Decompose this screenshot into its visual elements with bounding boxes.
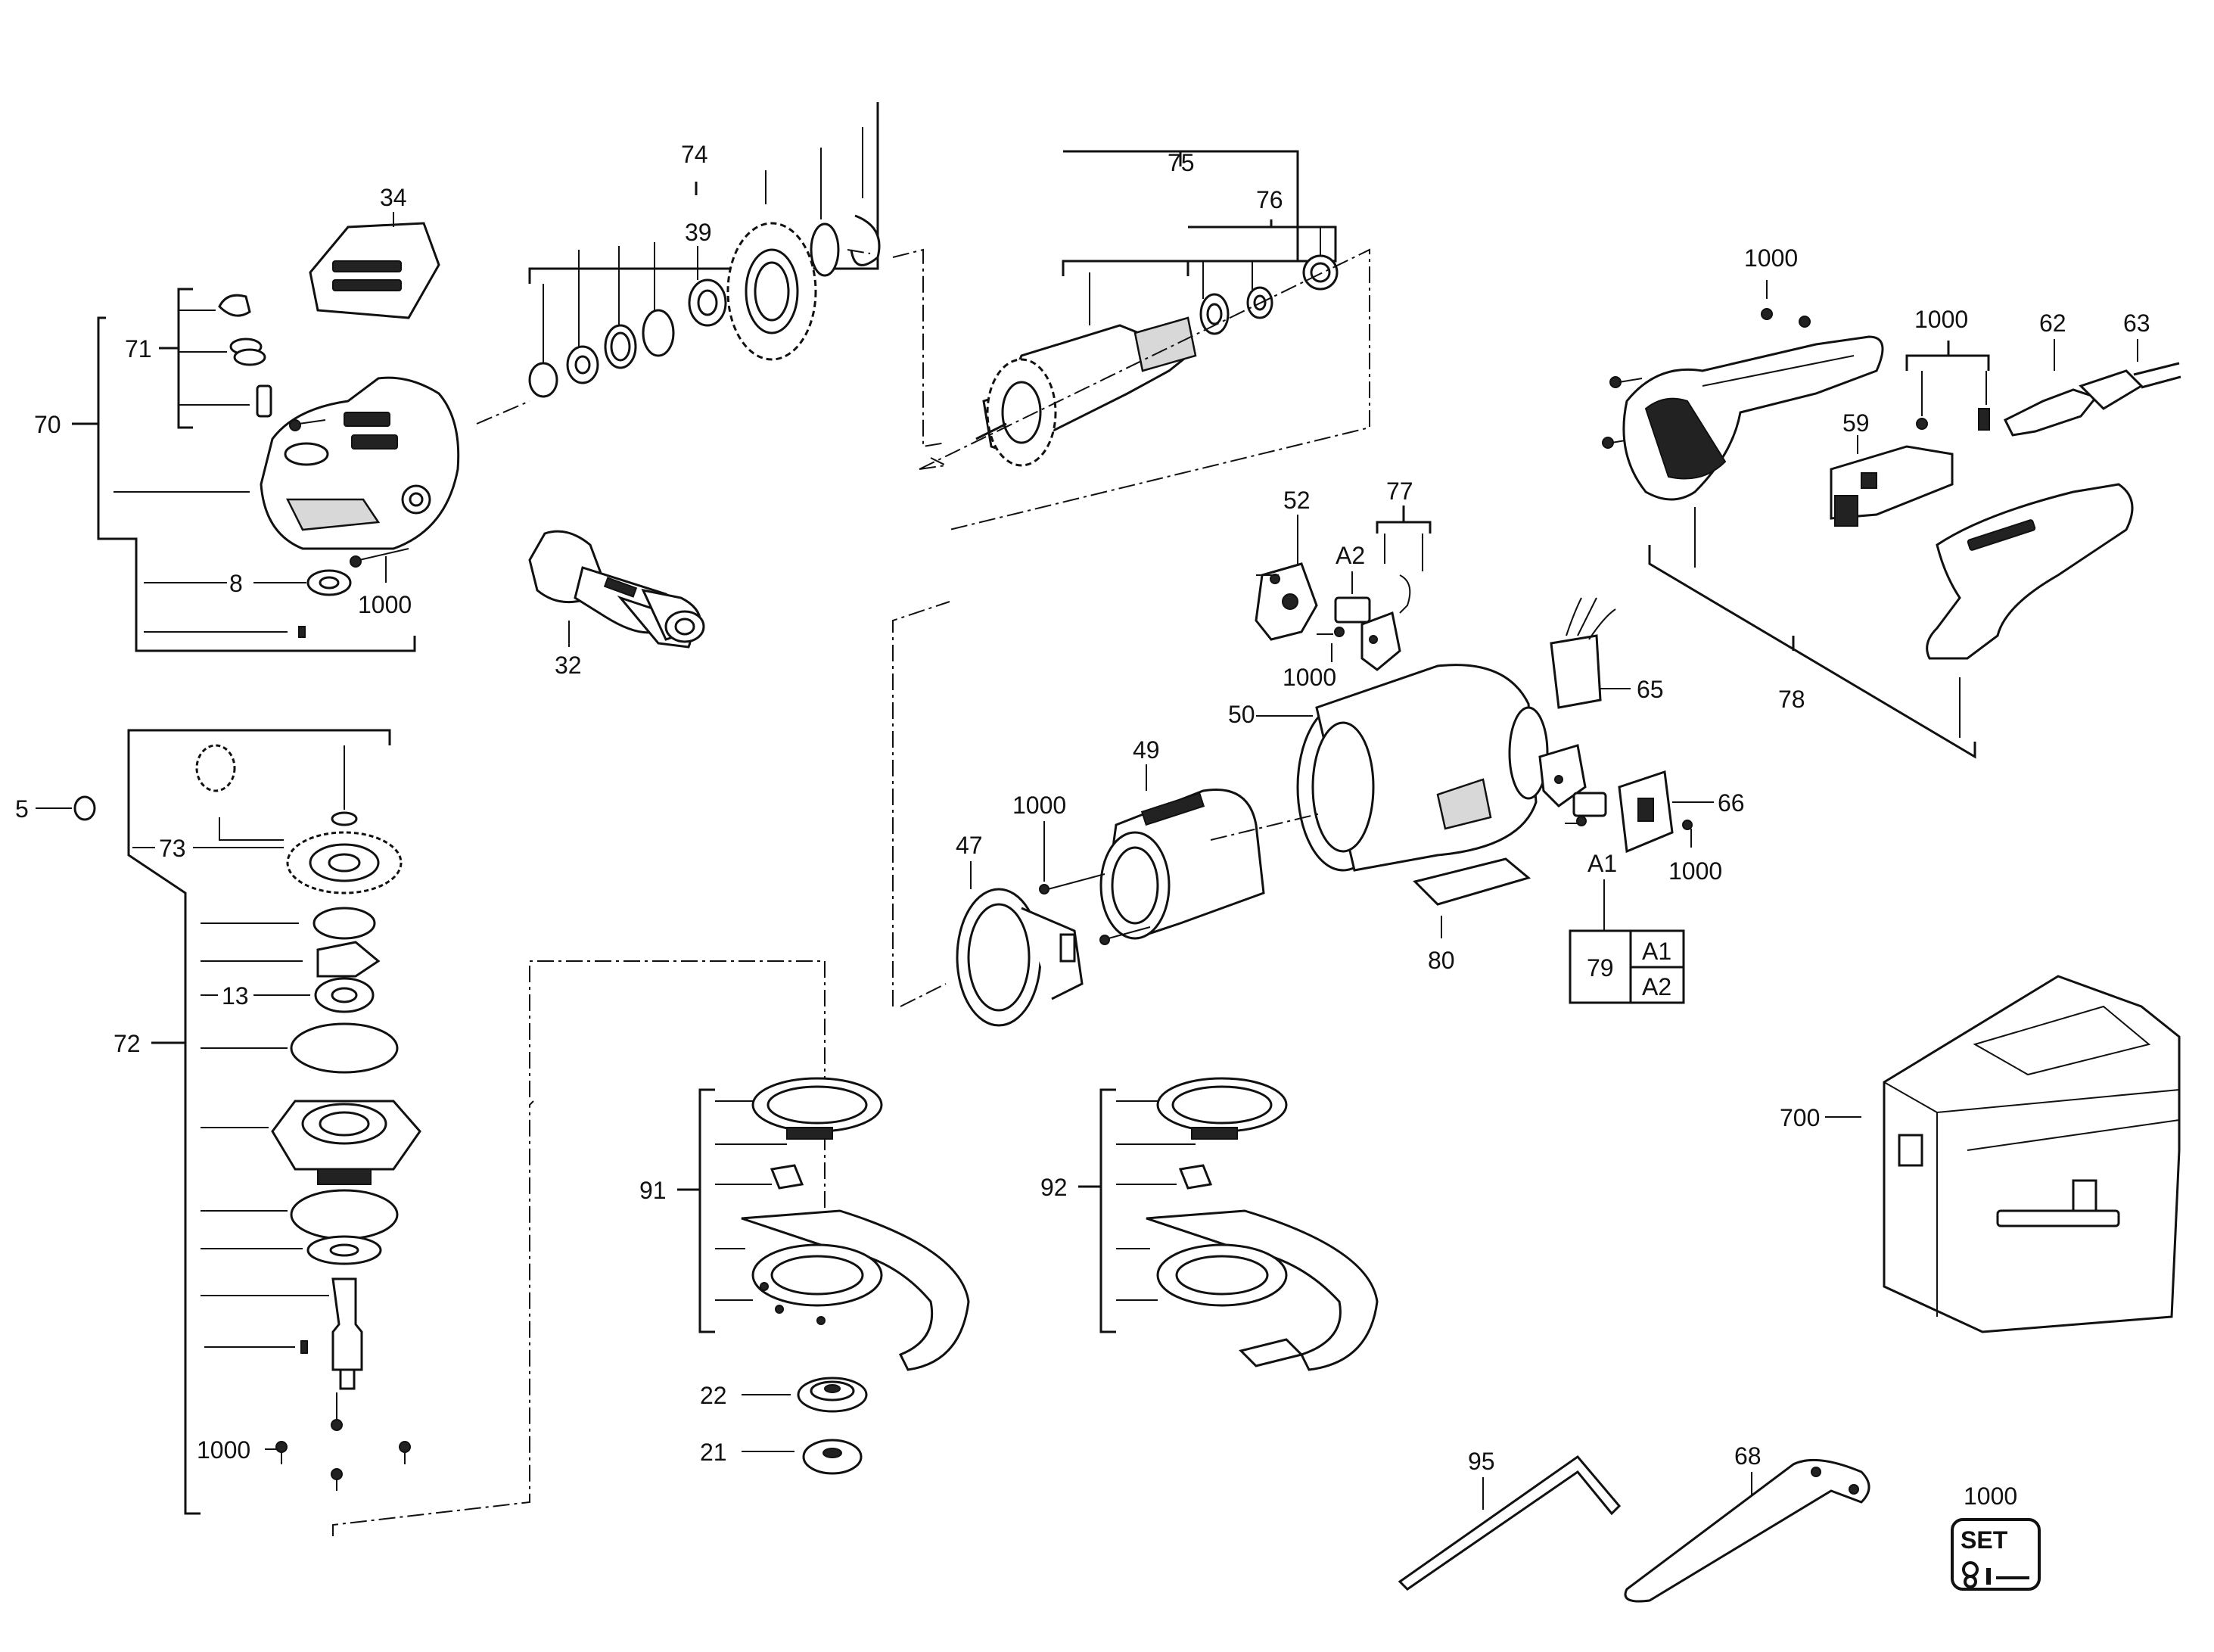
carry-case-group: 700: [1780, 975, 2181, 1333]
bracket-76: [1186, 226, 1337, 276]
label-A2: A2: [1336, 542, 1365, 569]
flange-group: 22 21: [700, 1377, 868, 1475]
washer: [528, 362, 558, 398]
nameplate-80: [1413, 857, 1531, 906]
label-1000-switch: 1000: [1914, 306, 1968, 333]
label-78: 78: [1778, 686, 1805, 713]
label-74: 74: [681, 141, 708, 168]
label-32: 32: [555, 652, 582, 679]
lever-part: [218, 294, 251, 317]
label-21: 21: [700, 1439, 727, 1466]
set-badge-text: SET: [1961, 1526, 2008, 1554]
retaining-ring: [850, 214, 881, 266]
label-76: 76: [1256, 186, 1283, 213]
brush-holder-2: [1538, 744, 1587, 807]
bracket-71: [177, 288, 193, 429]
label-79-a2: A2: [1642, 973, 1671, 1000]
box-79: 79 A1 A2: [1569, 929, 1685, 1004]
label-95: 95: [1468, 1448, 1495, 1475]
cord-protector-62: [2003, 388, 2098, 437]
label-1000-set: 1000: [1964, 1482, 2017, 1510]
pin-part: [256, 384, 272, 418]
tools-group: 95 68 1000 SET: [1398, 1442, 2041, 1603]
armature-group: 75 76: [919, 149, 1370, 530]
label-79: 79: [1587, 954, 1614, 982]
label-49: 49: [1133, 736, 1160, 764]
pinion: [195, 744, 236, 792]
label-39: 39: [685, 219, 712, 246]
bracket-91: [698, 1088, 715, 1333]
label-700: 700: [1780, 1104, 1820, 1131]
label-1000-cap: 1000: [1668, 857, 1722, 885]
nut-5: [73, 795, 96, 821]
switch-59: [1830, 445, 1954, 520]
carry-case-700: [1883, 975, 2181, 1333]
gear-cover-group: 70 71 34 8: [34, 184, 460, 652]
cord-63: [2079, 369, 2144, 410]
guard-91: [741, 1209, 970, 1371]
retaining-ring-b: [313, 907, 376, 940]
motor-housing-group: 52 77 A2 1000 50 65: [1228, 478, 1745, 1004]
label-70: 70: [34, 411, 61, 438]
label-1000-brush: 1000: [1283, 664, 1336, 691]
handle-half-lower: [1926, 483, 2134, 660]
label-A1: A1: [1587, 850, 1617, 877]
label-68: 68: [1734, 1442, 1762, 1470]
o-ring-2: [290, 1189, 399, 1240]
spanner-68: [1624, 1458, 1870, 1603]
guard-91-group: 91: [639, 1077, 970, 1371]
label-73: 73: [159, 835, 186, 862]
o-ring: [290, 1022, 399, 1074]
hex-key-95: [1398, 1454, 1622, 1591]
side-handle-group: 32: [528, 530, 705, 679]
bracket-1000-switch: [1905, 354, 1990, 371]
label-62: 62: [2039, 310, 2066, 337]
brush-A1: [1572, 792, 1607, 817]
bracket-70: [97, 316, 416, 652]
spindle: [331, 1277, 363, 1371]
bracket-92: [1099, 1088, 1116, 1333]
bracket-77: [1376, 521, 1432, 534]
label-59: 59: [1842, 409, 1870, 437]
label-52: 52: [1283, 487, 1311, 514]
label-34: 34: [380, 184, 407, 211]
label-65: 65: [1637, 676, 1664, 703]
bracket-78: [1648, 545, 1976, 759]
module-65: [1550, 634, 1602, 709]
brush-A2: [1334, 596, 1371, 624]
gear-stack-group: 74 39: [476, 102, 947, 448]
label-1000-stator: 1000: [1012, 792, 1066, 819]
label-72: 72: [113, 1030, 141, 1057]
label-22: 22: [700, 1382, 727, 1409]
bracket-72: [127, 729, 391, 1515]
set-badge: SET: [1951, 1518, 2041, 1591]
label-1000-gear: 1000: [197, 1436, 250, 1464]
label-91: 91: [639, 1177, 667, 1204]
label-92: 92: [1040, 1174, 1068, 1201]
label-79-a1: A1: [1642, 938, 1671, 965]
label-5: 5: [15, 795, 29, 823]
label-1000-handle: 1000: [1744, 244, 1798, 272]
brush-holder: [1360, 611, 1401, 671]
guard-92: [1146, 1209, 1379, 1371]
guard-92-group: 92: [1040, 1077, 1379, 1371]
rear-handle-group: 1000 59 1000 62 63: [1602, 244, 2181, 759]
label-71: 71: [125, 335, 152, 362]
label-75: 75: [1168, 149, 1195, 176]
label-66: 66: [1718, 789, 1745, 817]
label-13: 13: [222, 982, 249, 1010]
label-8: 8: [229, 570, 243, 597]
label-50: 50: [1228, 701, 1255, 728]
label-47: 47: [956, 832, 983, 859]
gear-case-group: 72 5 73 13: [15, 729, 826, 1536]
label-77: 77: [1386, 478, 1413, 505]
bracket-74: [528, 102, 879, 284]
label-1000-cover: 1000: [358, 591, 412, 618]
stator-group: 49 1000 47: [892, 601, 1321, 1027]
label-80: 80: [1428, 947, 1455, 974]
label-63: 63: [2123, 310, 2150, 337]
